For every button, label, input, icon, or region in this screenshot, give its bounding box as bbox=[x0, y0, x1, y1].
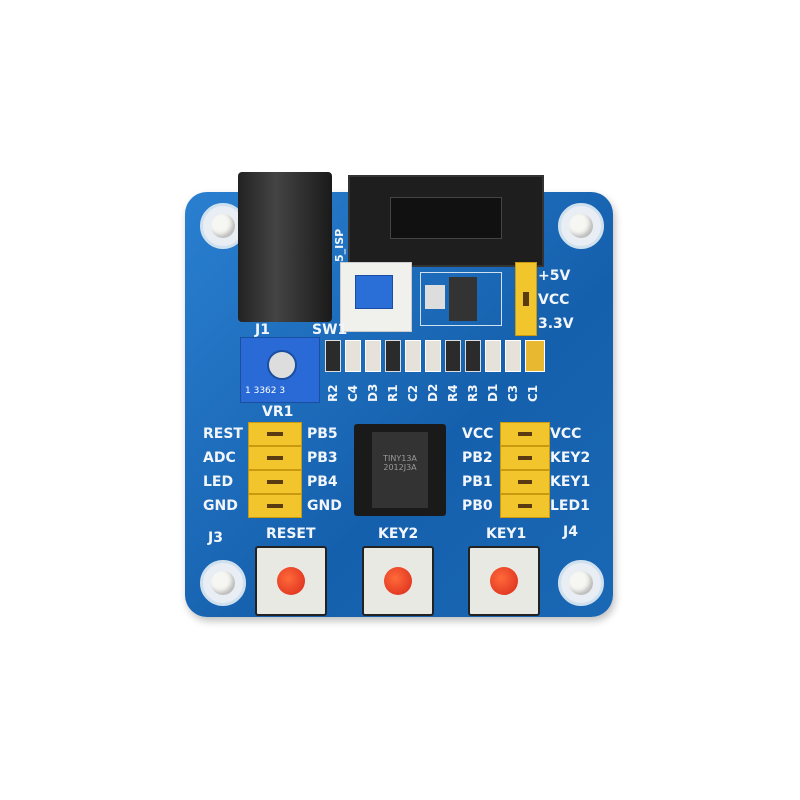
mounting-hole bbox=[558, 203, 604, 249]
voltage-regulator bbox=[420, 272, 502, 326]
pin-label: KEY1 bbox=[550, 474, 591, 490]
jumper[interactable] bbox=[248, 470, 302, 494]
isp-header[interactable] bbox=[348, 175, 544, 267]
pin-label: KEY2 bbox=[550, 450, 591, 466]
smd-label: R2 bbox=[326, 384, 340, 402]
label-vcc: VCC bbox=[538, 292, 570, 308]
smd-d2 bbox=[425, 340, 441, 372]
jumper[interactable] bbox=[500, 470, 550, 494]
mounting-hole bbox=[558, 560, 604, 606]
pin-label: PB0 bbox=[462, 498, 493, 514]
reset-label: RESET bbox=[266, 526, 316, 542]
smd-d1 bbox=[485, 340, 501, 372]
j4-label: J4 bbox=[563, 524, 578, 540]
smd-r2 bbox=[325, 340, 341, 372]
pin-label: PB4 bbox=[307, 474, 338, 490]
reset-button[interactable] bbox=[255, 546, 327, 616]
dip8-socket: TINY13A 2012J3A bbox=[354, 424, 446, 516]
pin-label: LED bbox=[203, 474, 234, 490]
smd-label: C4 bbox=[346, 384, 360, 402]
smd-r3 bbox=[465, 340, 481, 372]
smd-c1 bbox=[525, 340, 545, 372]
pin-label: GND bbox=[203, 498, 238, 514]
jumper[interactable] bbox=[248, 494, 302, 518]
smd-label: R4 bbox=[446, 384, 460, 402]
key2-button[interactable] bbox=[362, 546, 434, 616]
attiny13a-chip: TINY13A 2012J3A bbox=[372, 432, 428, 508]
smd-components: R2 C4 D3 R1 C2 D2 R4 R3 D1 C3 C1 bbox=[325, 340, 550, 402]
mounting-hole bbox=[200, 560, 246, 606]
smd-label: R3 bbox=[466, 384, 480, 402]
smd-c4 bbox=[345, 340, 361, 372]
jumper[interactable] bbox=[248, 422, 302, 446]
smd-d3 bbox=[365, 340, 381, 372]
pin-label: LED1 bbox=[550, 498, 590, 514]
pin-label: REST bbox=[203, 426, 243, 442]
smd-label: R1 bbox=[386, 384, 400, 402]
vr1-label: VR1 bbox=[262, 404, 294, 420]
smd-r4 bbox=[445, 340, 461, 372]
pin-label: PB2 bbox=[462, 450, 493, 466]
isp-label: 5_ISP bbox=[333, 228, 346, 262]
jumper[interactable] bbox=[500, 446, 550, 470]
smd-label: D3 bbox=[366, 383, 380, 402]
pin-label: GND bbox=[307, 498, 342, 514]
key2-label: KEY2 bbox=[378, 526, 419, 542]
smd-c3 bbox=[505, 340, 521, 372]
jumper[interactable] bbox=[500, 422, 550, 446]
smd-label: C2 bbox=[406, 384, 420, 402]
smd-label: C1 bbox=[526, 384, 540, 402]
pin-label: VCC bbox=[462, 426, 494, 442]
j1-label: J1 bbox=[255, 322, 270, 338]
potentiometer[interactable]: 1 3362 3 bbox=[240, 337, 320, 403]
power-select-jumper[interactable] bbox=[515, 262, 537, 336]
smd-c2 bbox=[405, 340, 421, 372]
jumper[interactable] bbox=[248, 446, 302, 470]
pin-label: PB5 bbox=[307, 426, 338, 442]
key1-button[interactable] bbox=[468, 546, 540, 616]
j3-label: J3 bbox=[208, 530, 223, 546]
smd-label: D1 bbox=[486, 383, 500, 402]
pin-label: PB3 bbox=[307, 450, 338, 466]
smd-r1 bbox=[385, 340, 401, 372]
label-3v3: 3.3V bbox=[538, 316, 574, 332]
jumper[interactable] bbox=[500, 494, 550, 518]
power-switch[interactable] bbox=[340, 262, 412, 332]
smd-label: D2 bbox=[426, 383, 440, 402]
smd-label: C3 bbox=[506, 384, 520, 402]
sw1-label: SW1 bbox=[312, 322, 348, 338]
pin-label: PB1 bbox=[462, 474, 493, 490]
dc-power-jack[interactable] bbox=[238, 172, 332, 322]
pin-label: VCC bbox=[550, 426, 582, 442]
key1-label: KEY1 bbox=[486, 526, 527, 542]
label-5v: +5V bbox=[538, 268, 571, 284]
pin-label: ADC bbox=[203, 450, 236, 466]
